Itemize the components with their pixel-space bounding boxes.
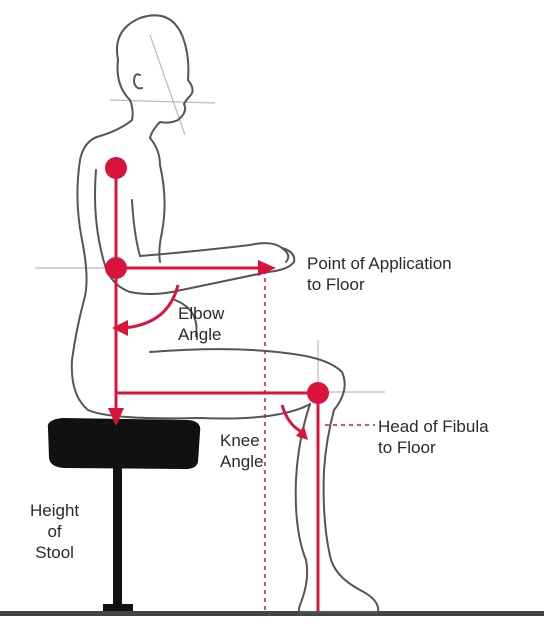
figure-head [117, 15, 193, 138]
head-of-fibula-line-1: Head of Fibula [378, 416, 489, 437]
elbow-arrow-head [112, 320, 128, 336]
knee-joint-dot [307, 382, 329, 404]
height-of-stool-line-1: Height [30, 500, 79, 521]
knee-angle-label: Knee Angle [220, 430, 263, 472]
shoulder-joint-dot [105, 157, 127, 179]
forearm-arrow-head [258, 260, 276, 276]
elbow-joint-dot [105, 257, 127, 279]
knee-angle-line-1: Knee [220, 430, 263, 451]
head-of-fibula-line-2: to Floor [378, 437, 489, 458]
knee-angle-line-2: Angle [220, 451, 263, 472]
height-of-stool-label: Height of Stool [30, 500, 79, 563]
floor-line [0, 611, 544, 616]
height-of-stool-line-2: of [30, 521, 79, 542]
elbow-angle-label: Elbow Angle [178, 303, 224, 345]
guide-lines [35, 35, 385, 410]
measurement-lines [116, 168, 318, 611]
height-of-stool-line-3: Stool [30, 542, 79, 563]
figure-shin [324, 410, 379, 612]
point-of-application-line-2: to Floor [307, 274, 452, 295]
stool-seat [48, 418, 200, 469]
head-of-fibula-label: Head of Fibula to Floor [378, 416, 489, 458]
elbow-angle-line-2: Angle [178, 324, 224, 345]
elbow-angle-line-1: Elbow [178, 303, 224, 324]
stool-post [113, 468, 122, 610]
stool-base [103, 604, 133, 612]
point-of-application-label: Point of Application to Floor [307, 253, 452, 295]
point-of-application-line-1: Point of Application [307, 253, 452, 274]
